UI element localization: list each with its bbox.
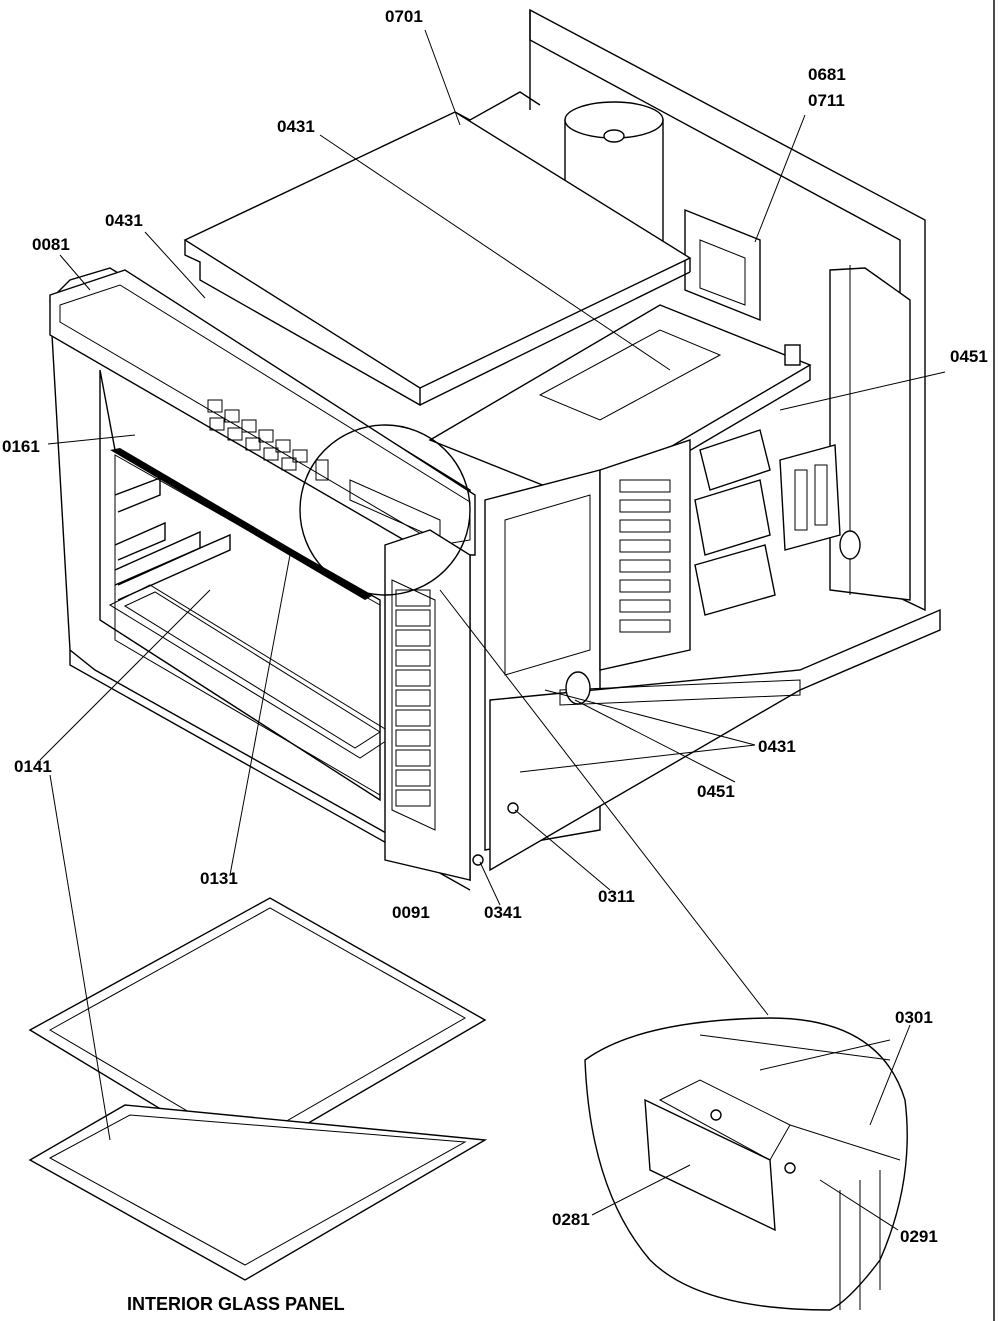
label-0341: 0341 (484, 903, 522, 922)
keypad (207, 399, 329, 481)
label-0451-bottom: 0451 (697, 782, 735, 801)
label-0141: 0141 (14, 757, 52, 776)
label-0081: 0081 (32, 235, 70, 254)
detail-view (584, 1017, 908, 1311)
label-0701: 0701 (385, 7, 423, 26)
label-0161: 0161 (2, 437, 40, 456)
electronics-bay (472, 429, 941, 872)
terminal-strip (619, 479, 671, 633)
label-0311: 0311 (598, 887, 635, 906)
label-0281: 0281 (552, 1210, 590, 1229)
glass-panel-0141 (28, 1104, 488, 1281)
label-0681: 0681 (808, 65, 846, 84)
top-cover (183, 91, 692, 407)
label-0091: 0091 (392, 903, 430, 922)
label-0431-top: 0431 (277, 117, 315, 136)
detail-callout-circle (299, 424, 471, 596)
label-0291: 0291 (900, 1227, 938, 1246)
label-0301: 0301 (895, 1008, 933, 1027)
side-keypad (395, 589, 431, 807)
fan-motor (684, 208, 761, 322)
side-control-panel (384, 529, 471, 881)
label-0431-bottom: 0431 (758, 737, 796, 756)
label-0431-left: 0431 (105, 211, 143, 230)
relays (694, 429, 776, 616)
leader-lines (39, 29, 946, 1231)
label-0131: 0131 (200, 869, 238, 888)
caption-interior-glass-panel: INTERIOR GLASS PANEL (127, 1294, 345, 1314)
oven-front (49, 267, 476, 891)
terminal-block (779, 444, 841, 551)
label-0451-right: 0451 (950, 347, 988, 366)
label-0711: 0711 (808, 91, 845, 110)
side-bracket (829, 265, 911, 601)
